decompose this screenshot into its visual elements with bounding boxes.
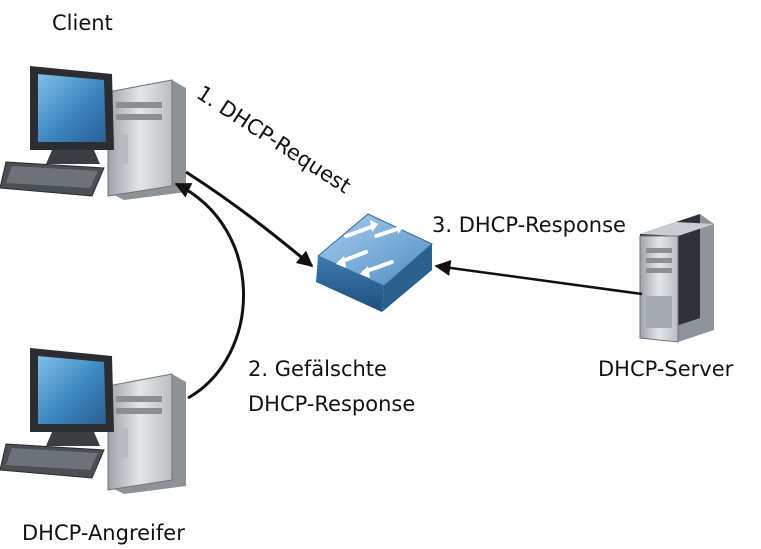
dhcp-server-label: DHCP-Server [598,357,734,381]
step2-spoofed-label-line1: 2. Gefälschte [248,357,387,381]
arrow-step2-spoofed-response [174,182,245,400]
attacker-computer-icon [0,348,186,494]
arrow-step3-response [434,260,643,296]
client-label: Client [52,11,113,35]
step3-response-label: 3. DHCP-Response [432,213,626,237]
tower-server-icon [639,214,714,343]
client-computer-icon [0,66,186,200]
step2-spoofed-label-line2: DHCP-Response [248,392,416,416]
arrow-step1-request [185,170,314,268]
dhcp-attacker-label: DHCP-Angreifer [22,521,185,545]
network-switch-icon [316,213,433,312]
